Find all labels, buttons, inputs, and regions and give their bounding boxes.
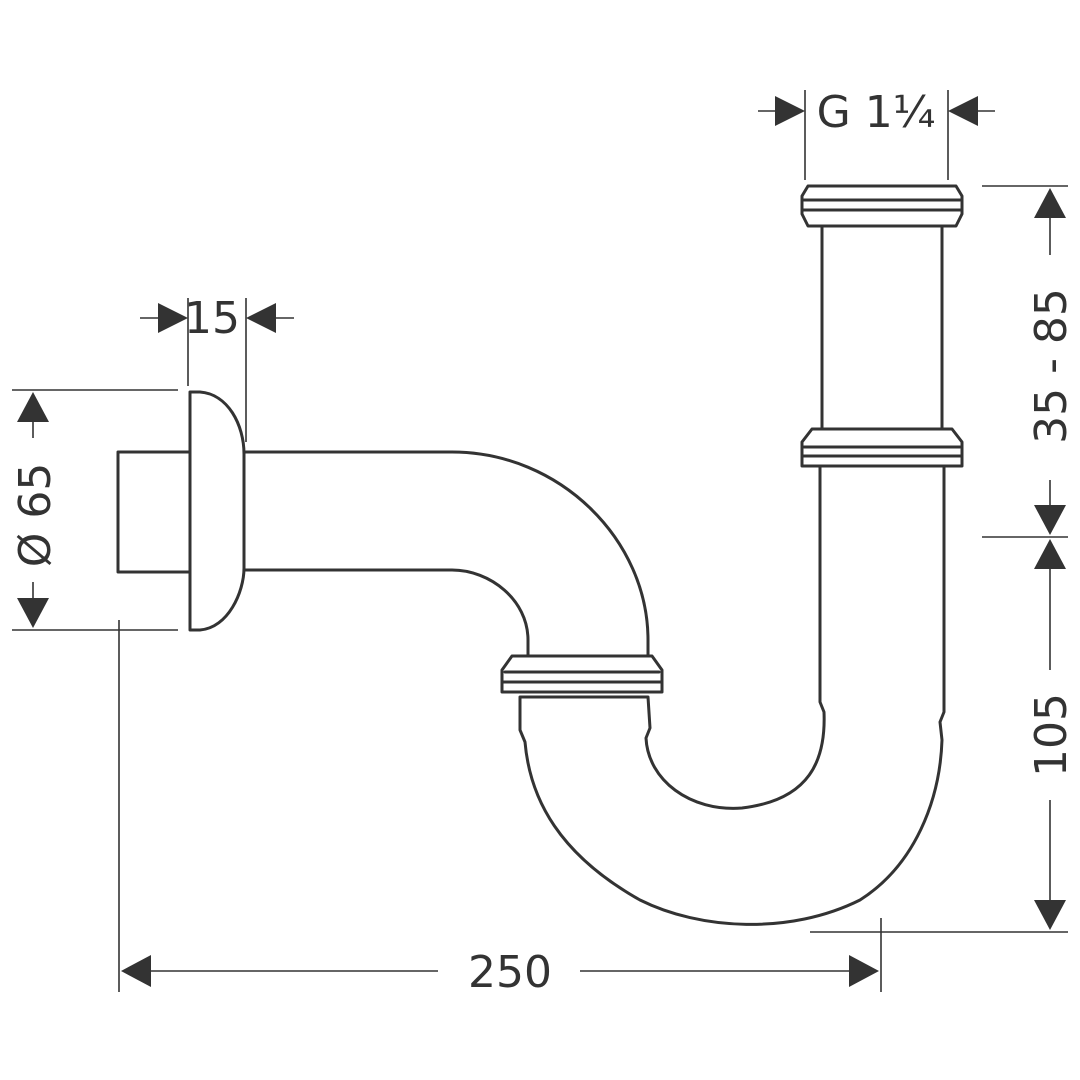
arrowhead xyxy=(849,955,879,987)
arrowhead xyxy=(1034,539,1066,569)
dimension-trap-height: 105 xyxy=(810,539,1077,933)
height-adjust-label: 35 - 85 xyxy=(1026,288,1077,444)
u-bend-trap xyxy=(518,464,946,926)
wall-pipe-stub xyxy=(116,450,192,574)
dimension-length: 250 xyxy=(118,620,882,998)
horizontal-pipe-bend xyxy=(242,450,650,662)
vertical-tailpiece xyxy=(820,224,944,432)
dimension-rosette-depth: 15 xyxy=(140,293,294,442)
trap-union-nut xyxy=(500,654,664,694)
arrowhead xyxy=(121,955,151,987)
dimension-thread: G 1¼ xyxy=(758,87,995,180)
top-connection-nut xyxy=(800,184,964,228)
trap-height-label: 105 xyxy=(1026,693,1077,777)
arrowhead xyxy=(17,598,49,628)
arrowhead xyxy=(1034,505,1066,535)
arrowhead xyxy=(246,303,276,333)
arrowhead xyxy=(1034,188,1066,218)
wall-rosette xyxy=(188,390,246,632)
arrowhead xyxy=(948,96,978,126)
rosette-diameter-label: Ø 65 xyxy=(10,463,61,568)
dimension-height-adjust: 35 - 85 xyxy=(982,185,1077,538)
arrowhead xyxy=(158,303,188,333)
thread-size-label: G 1¼ xyxy=(817,87,936,138)
arrowhead xyxy=(1034,900,1066,930)
arrowhead xyxy=(775,96,805,126)
arrowhead xyxy=(17,392,49,422)
rosette-depth-label: 15 xyxy=(184,293,240,344)
dimension-rosette-diameter: Ø 65 xyxy=(10,389,178,631)
tailpiece-union-nut xyxy=(800,427,964,468)
siphon-body xyxy=(116,184,964,926)
length-label: 250 xyxy=(468,947,552,998)
